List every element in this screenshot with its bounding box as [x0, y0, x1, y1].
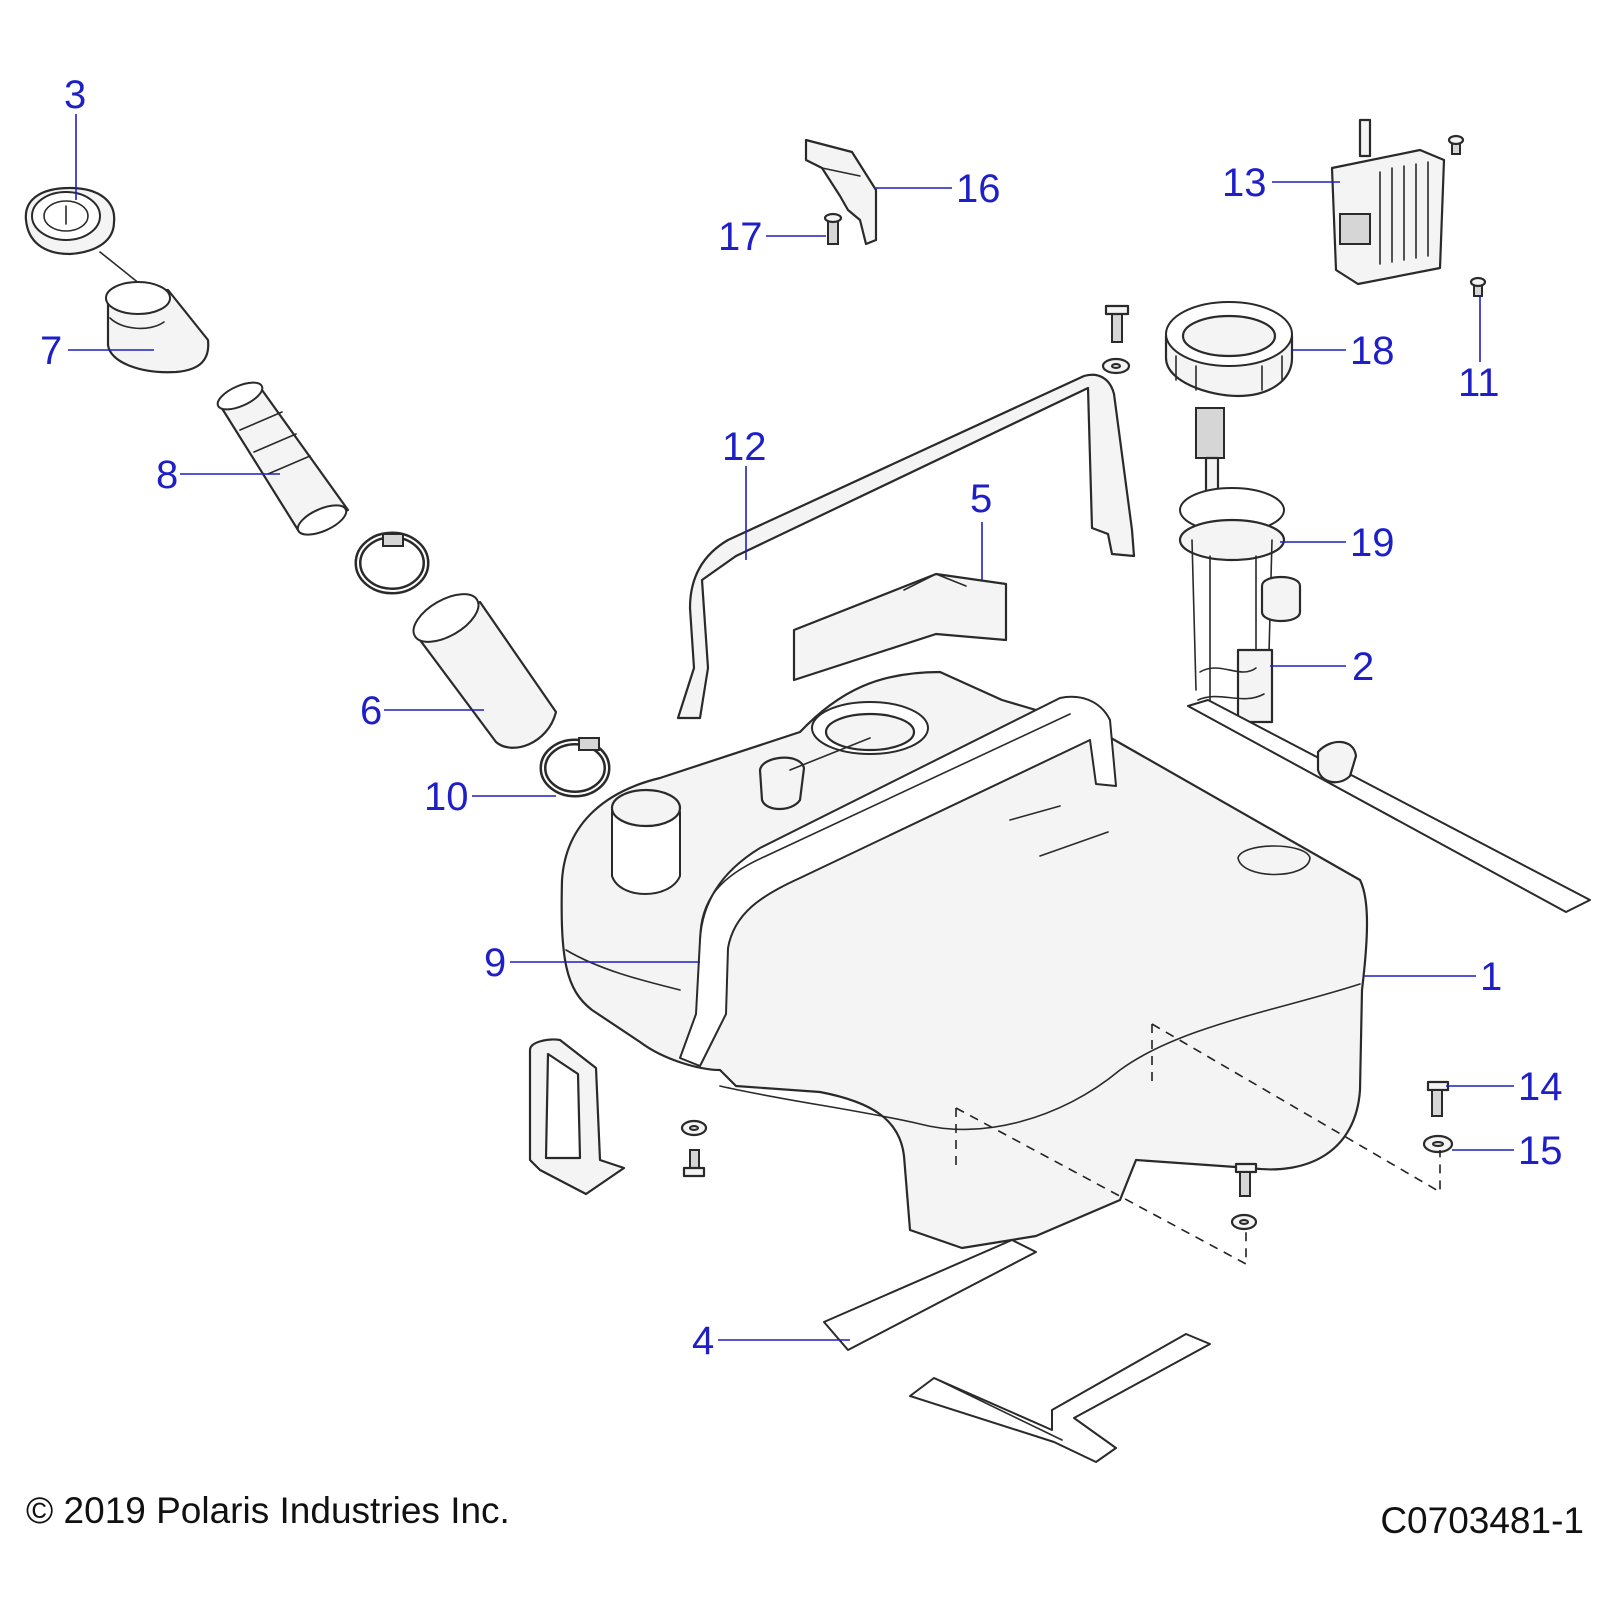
vent-hose-part — [216, 381, 350, 536]
callout-19: 19 — [1350, 521, 1395, 565]
callout-13: 13 — [1222, 161, 1267, 205]
callout-1: 1 — [1480, 955, 1502, 999]
strap-bolt-part — [1101, 304, 1131, 375]
copyright-notice: © 2019 Polaris Industries Inc. — [26, 1490, 510, 1531]
callout-4: 4 — [692, 1319, 714, 1363]
callout-2: 2 — [1352, 645, 1374, 689]
upper-strap-part — [676, 373, 1136, 720]
callout-5: 5 — [970, 477, 992, 521]
filler-neck-part — [105, 281, 210, 374]
fuel-cap-part — [24, 186, 161, 301]
callout-18: 18 — [1350, 329, 1395, 373]
fuel-tank-body-part — [560, 670, 1369, 1250]
lower-strap-part — [528, 1038, 626, 1196]
hose-clamp-upper — [354, 531, 430, 595]
callout-6: 6 — [360, 689, 382, 733]
drawing-number: C0703481-1 — [1380, 1500, 1584, 1541]
right-hardware — [1422, 1080, 1454, 1154]
upper-pad-part — [792, 572, 1008, 682]
callout-3: 3 — [64, 73, 86, 117]
small-screw-part — [823, 212, 843, 245]
callout-16: 16 — [956, 167, 1001, 211]
callout-11: 11 — [1458, 361, 1500, 405]
screw-part — [1447, 134, 1487, 297]
callout-15: 15 — [1518, 1129, 1563, 1173]
callout-10: 10 — [424, 775, 469, 819]
callout-17: 17 — [718, 215, 763, 259]
callout-9: 9 — [484, 941, 506, 985]
bottom-left-hardware — [680, 1119, 708, 1178]
tank-band-strap — [679, 695, 1117, 1067]
assembly-lines — [955, 1023, 1441, 1266]
callout-14: 14 — [1518, 1065, 1563, 1109]
callout-labels: 1 2 3 4 5 6 7 8 9 10 11 12 13 14 15 16 1… — [40, 73, 1563, 1363]
callout-7: 7 — [40, 329, 62, 373]
bracket-part — [804, 138, 878, 246]
ecu-module-part — [1330, 118, 1446, 286]
callout-8: 8 — [156, 453, 178, 497]
leader-lines — [68, 114, 1514, 1341]
fuel-pump-assembly-part — [1178, 407, 1591, 913]
bottom-center-hardware — [1230, 1162, 1258, 1231]
lower-pads-part — [823, 1239, 1211, 1463]
callout-12: 12 — [722, 425, 767, 469]
hose-clamp-lower-part — [539, 737, 611, 798]
fill-hose-part — [412, 593, 558, 749]
lock-ring-part — [1164, 301, 1294, 398]
